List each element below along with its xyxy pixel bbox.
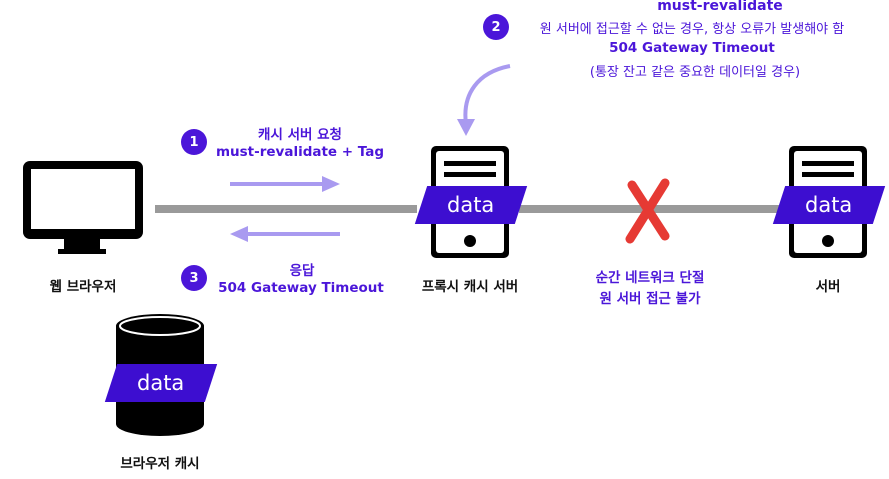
step2-note: (통장 잔고 같은 중요한 데이터일 경우) <box>589 65 801 80</box>
origin-label: 서버 <box>815 279 841 295</box>
step1-title: 캐시 서버 요청 <box>258 127 342 143</box>
request-arrow <box>230 176 340 192</box>
origin-data-tag: data <box>772 186 886 224</box>
disconnect-x-icon <box>625 178 670 244</box>
step1-badge: 1 <box>181 129 207 155</box>
network-failure-title: 순간 네트워크 단절 <box>595 270 705 286</box>
curved-arrow <box>457 64 511 136</box>
step1-detail: must-revalidate + Tag <box>215 144 385 160</box>
proxy-label: 프록시 캐시 서버 <box>421 279 519 295</box>
step3-badge: 3 <box>181 265 207 291</box>
step2-status: 504 Gateway Timeout <box>609 40 775 56</box>
step2-title: must-revalidate <box>657 0 783 14</box>
step2-badge: 2 <box>483 14 509 40</box>
monitor-icon <box>23 161 143 254</box>
browser-cache-label: 브라우저 캐시 <box>120 456 200 472</box>
browser-label: 웹 브라우저 <box>49 279 117 295</box>
network-failure-detail: 원 서버 접근 불가 <box>599 291 701 307</box>
step2-description: 원 서버에 접근할 수 없는 경우, 항상 오류가 발생해야 함 <box>539 22 845 37</box>
response-arrow <box>230 226 340 242</box>
proxy-data-tag: data <box>414 186 528 224</box>
step3-detail: 504 Gateway Timeout <box>218 280 384 296</box>
browser-proxy-link <box>155 205 417 213</box>
cache-data-tag: data <box>104 364 218 402</box>
step3-title: 응답 <box>289 263 315 279</box>
